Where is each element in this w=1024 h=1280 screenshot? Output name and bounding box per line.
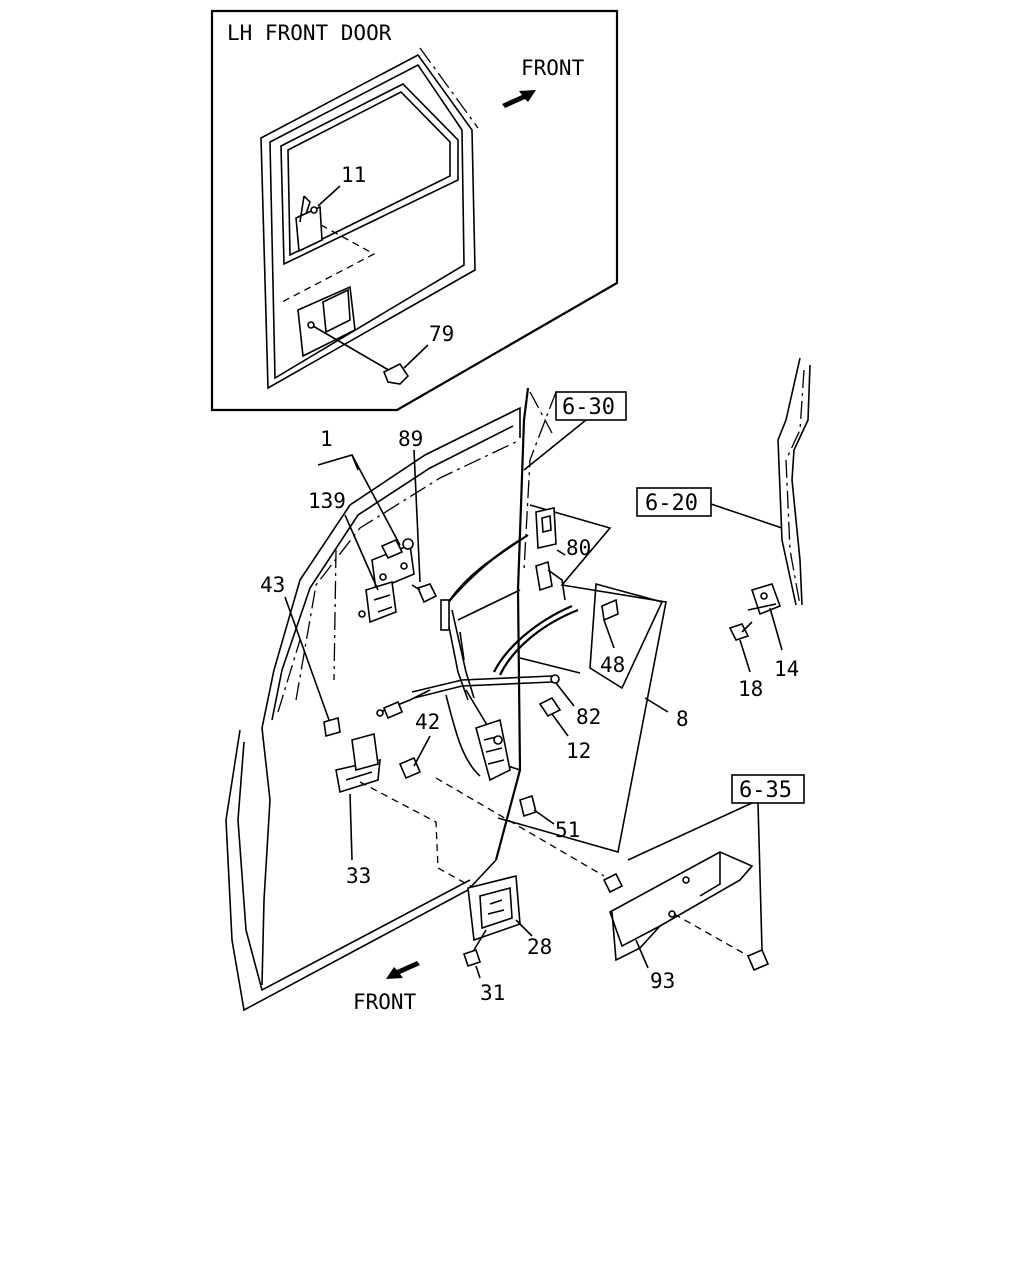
- callout-leader-31: [475, 965, 481, 979]
- inset-title: LH FRONT DOOR: [227, 21, 392, 45]
- callout-48: 48: [600, 653, 625, 677]
- inset-door-outline: [260, 53, 476, 390]
- callout-33: 33: [346, 864, 371, 888]
- ref-leader-6-20: [710, 503, 783, 529]
- part-51-clip: [519, 794, 537, 818]
- main-door-assembly: [225, 387, 667, 1012]
- callout-12: 12: [566, 739, 591, 763]
- ref-box-6-30: [555, 391, 627, 421]
- bracket-bolt: [746, 948, 770, 972]
- main-parts: 1 89 139 43 80 48 82 8: [260, 357, 811, 1014]
- part-28-inside-handle: [467, 874, 521, 942]
- part-48: [601, 598, 619, 622]
- callout-leader-42: [413, 735, 431, 767]
- callout-14: 14: [774, 657, 799, 681]
- reference-boxes: 6-30 6-20 6-35: [523, 391, 805, 951]
- ref-leader-6-35-a: [627, 802, 753, 861]
- part-18-bolt: [728, 623, 750, 641]
- ref-6-30: 6-30: [562, 395, 615, 420]
- part-89-bolt: [416, 583, 438, 604]
- callout-leader-8: [644, 697, 669, 713]
- main-front-label: FRONT: [353, 990, 417, 1014]
- door-inner-frame: [261, 406, 521, 986]
- callout-139: 139: [308, 489, 346, 513]
- callout-31: 31: [480, 981, 505, 1005]
- callout-leader-51: [533, 809, 555, 825]
- ref-leader-6-35-b: [757, 802, 763, 951]
- inset-screw-79: [382, 362, 410, 385]
- callout-89: 89: [398, 427, 423, 451]
- part-139: [365, 580, 397, 624]
- callout-43: 43: [260, 573, 285, 597]
- callout-82: 82: [576, 705, 601, 729]
- callout-leader-89: [413, 449, 421, 583]
- callout-leader-33: [349, 793, 353, 861]
- callout-leader-28: [515, 919, 533, 937]
- callout-leader-80: [556, 549, 566, 556]
- callout-80: 80: [566, 536, 591, 560]
- callout-leader-48: [603, 619, 615, 649]
- callout-leader-12: [551, 713, 569, 737]
- main-front-arrow-icon: [386, 961, 420, 979]
- callout-18: 18: [738, 677, 763, 701]
- callout-42: 42: [415, 710, 440, 734]
- inset-front-label: FRONT: [521, 56, 585, 80]
- inset-part-11: [295, 205, 323, 253]
- part-93-bracket: [609, 851, 754, 948]
- door-rear-edge: [494, 387, 530, 861]
- part-80-switch: [535, 507, 557, 549]
- glass-run-upper: [449, 534, 529, 601]
- callout-leader-11: [317, 185, 341, 207]
- part-12-bolt: [538, 696, 562, 718]
- callout-51: 51: [555, 818, 580, 842]
- lock-rod-vertical: [445, 611, 469, 701]
- callout-leader-79: [403, 344, 429, 369]
- inset-frame: [210, 9, 619, 412]
- door-bottom-outline: [225, 729, 497, 1012]
- ref-6-20: 6-20: [645, 491, 698, 516]
- callout-leader-14: [769, 607, 783, 651]
- callout-leader-139: [344, 514, 379, 591]
- callout-leader-93: [635, 939, 649, 969]
- remote-rod: [411, 675, 553, 693]
- body-pillar: [777, 357, 801, 606]
- callout-leader-82: [555, 682, 575, 707]
- clip-nut: [602, 872, 624, 894]
- glass-run-lower: [499, 608, 579, 676]
- ref-6-35: 6-35: [739, 778, 792, 803]
- inset-door-inner: [269, 63, 465, 380]
- part-48-box: [589, 582, 664, 690]
- callout-28: 28: [527, 935, 552, 959]
- part-31-screw: [462, 948, 482, 968]
- callout-1: 1: [320, 427, 333, 451]
- callout-93: 93: [650, 969, 675, 993]
- callout-11: 11: [341, 163, 366, 187]
- inset-lh-front-door: LH FRONT DOOR FRONT 11 79: [210, 9, 619, 412]
- callout-79: 79: [429, 322, 454, 346]
- part-43-clip: [323, 716, 341, 738]
- inset-handle-bracket: [297, 285, 356, 358]
- inset-window-inner: [287, 91, 451, 257]
- inset-window-opening: [280, 83, 459, 266]
- ref-box-6-20: [636, 487, 712, 517]
- item-8-frame: [497, 504, 667, 854]
- ref-box-6-35: [731, 774, 805, 804]
- ref-leader-6-30: [523, 419, 587, 471]
- callout-leader-43: [284, 596, 330, 721]
- callout-8: 8: [676, 707, 689, 731]
- inset-front-arrow-icon: [502, 90, 536, 108]
- callout-leader-18: [739, 639, 751, 673]
- inset-door-edge: [419, 47, 479, 129]
